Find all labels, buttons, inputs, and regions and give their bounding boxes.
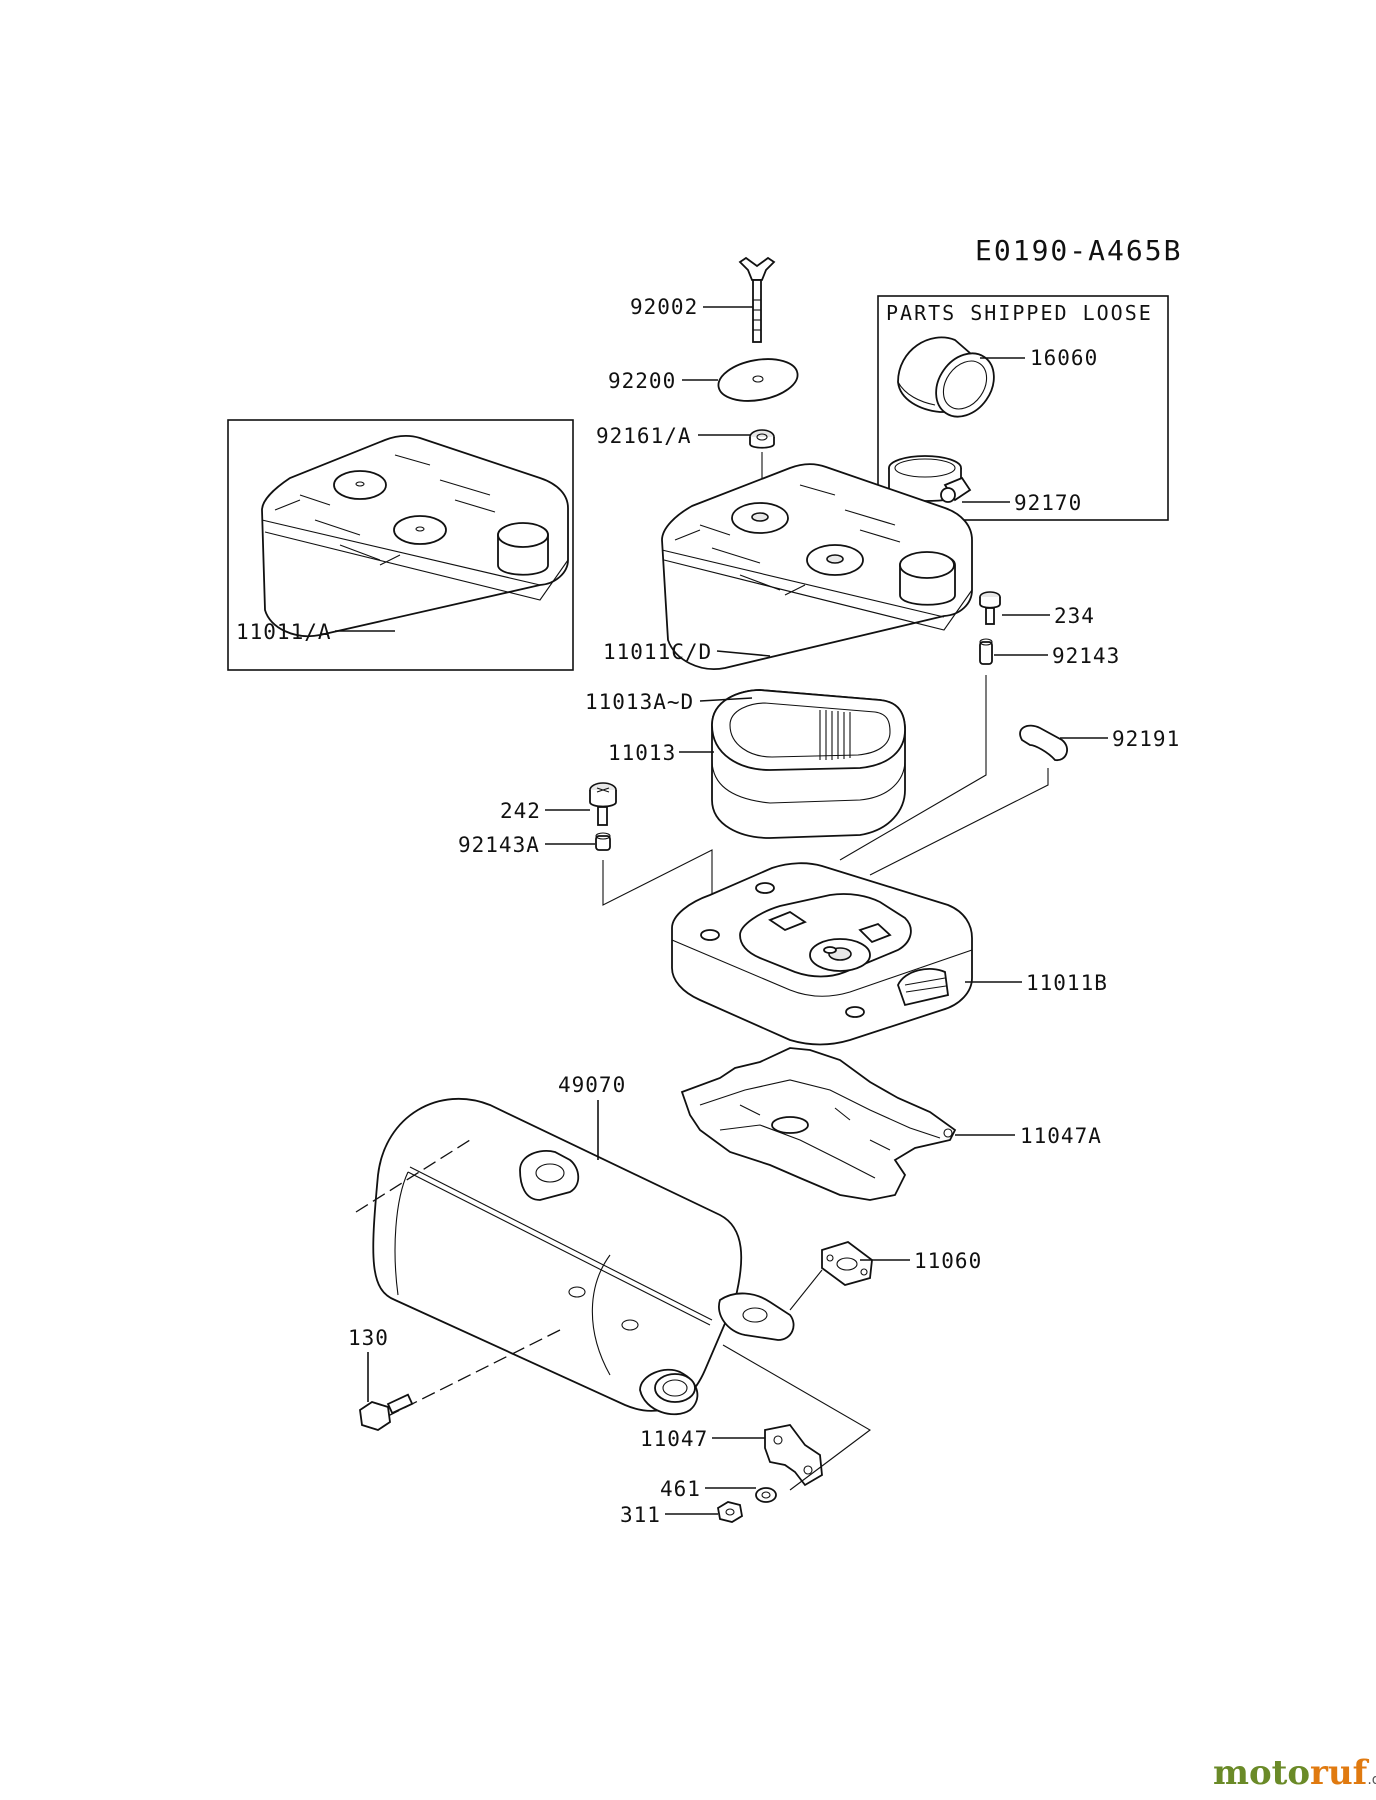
loose-box-title: PARTS SHIPPED LOOSE xyxy=(886,301,1153,325)
label-311: 311 xyxy=(620,1503,661,1527)
label-92143: 92143 xyxy=(1052,644,1120,668)
diagram-code: E0190-A465B xyxy=(975,234,1182,267)
part-11011A-box xyxy=(227,419,574,671)
part-92191-tube xyxy=(1019,724,1068,761)
part-92200-washer xyxy=(717,358,799,402)
part-49070-muffler xyxy=(372,1097,795,1416)
connector-92143 xyxy=(839,675,987,861)
label-92170: 92170 xyxy=(1014,491,1082,515)
connector-92191 xyxy=(869,768,1049,876)
label-11060: 11060 xyxy=(914,1249,982,1273)
parts-shipped-loose-box: PARTS SHIPPED LOOSE xyxy=(877,295,1169,521)
part-242-bolt xyxy=(589,782,617,826)
part-11047A-shield xyxy=(680,1047,957,1201)
label-11047A: 11047A xyxy=(1020,1124,1102,1148)
label-92191: 92191 xyxy=(1112,727,1180,751)
part-11011CD-cover xyxy=(661,463,973,670)
part-461-washer xyxy=(755,1487,777,1503)
part-16060-elbow xyxy=(897,336,995,418)
label-461: 461 xyxy=(660,1477,701,1501)
connector-11047 xyxy=(722,1344,871,1491)
label-130: 130 xyxy=(348,1326,389,1350)
label-49070: 49070 xyxy=(558,1073,626,1097)
label-92002: 92002 xyxy=(630,295,698,319)
svg-text:motoruf.de: motoruf.de xyxy=(1213,1753,1376,1793)
axis-line-muffler xyxy=(355,1139,471,1213)
leader-11011CD xyxy=(716,650,771,657)
part-234-screw xyxy=(979,591,1001,625)
part-311-nut xyxy=(717,1501,743,1523)
watermark-part1: moto xyxy=(1213,1753,1310,1793)
connector-11060 xyxy=(789,1269,823,1311)
label-16060: 16060 xyxy=(1030,346,1098,370)
watermark-logo: motoruf.de xyxy=(1213,1753,1376,1793)
label-92143A: 92143A xyxy=(458,833,540,857)
label-11013: 11013 xyxy=(608,741,676,765)
part-130-bolt xyxy=(359,1393,414,1431)
label-234: 234 xyxy=(1054,604,1095,628)
part-92143A-collar xyxy=(595,832,611,851)
label-11047: 11047 xyxy=(640,1427,708,1451)
watermark-suffix: .de xyxy=(1367,1772,1376,1788)
part-11011B-base xyxy=(671,862,973,1046)
label-11011B: 11011B xyxy=(1026,971,1108,995)
part-11047-bracket xyxy=(764,1424,823,1487)
label-11011CD: 11011C/D xyxy=(603,640,712,664)
part-92002-wing-bolt xyxy=(738,256,776,343)
part-11060-gasket xyxy=(821,1241,873,1286)
part-92170-clamp xyxy=(888,455,972,503)
watermark-part2: ruf xyxy=(1310,1753,1370,1793)
leader-11013AD xyxy=(699,697,753,702)
label-242: 242 xyxy=(500,799,541,823)
label-92200: 92200 xyxy=(608,369,676,393)
label-11011A: 11011/A xyxy=(236,620,332,644)
part-11013-element xyxy=(711,689,906,839)
part-92143-collar xyxy=(979,638,993,665)
connector-92143A xyxy=(602,849,713,930)
label-92161A: 92161/A xyxy=(596,424,692,448)
part-92161A-grommet xyxy=(749,429,775,449)
label-11013AD: 11013A~D xyxy=(585,690,694,714)
